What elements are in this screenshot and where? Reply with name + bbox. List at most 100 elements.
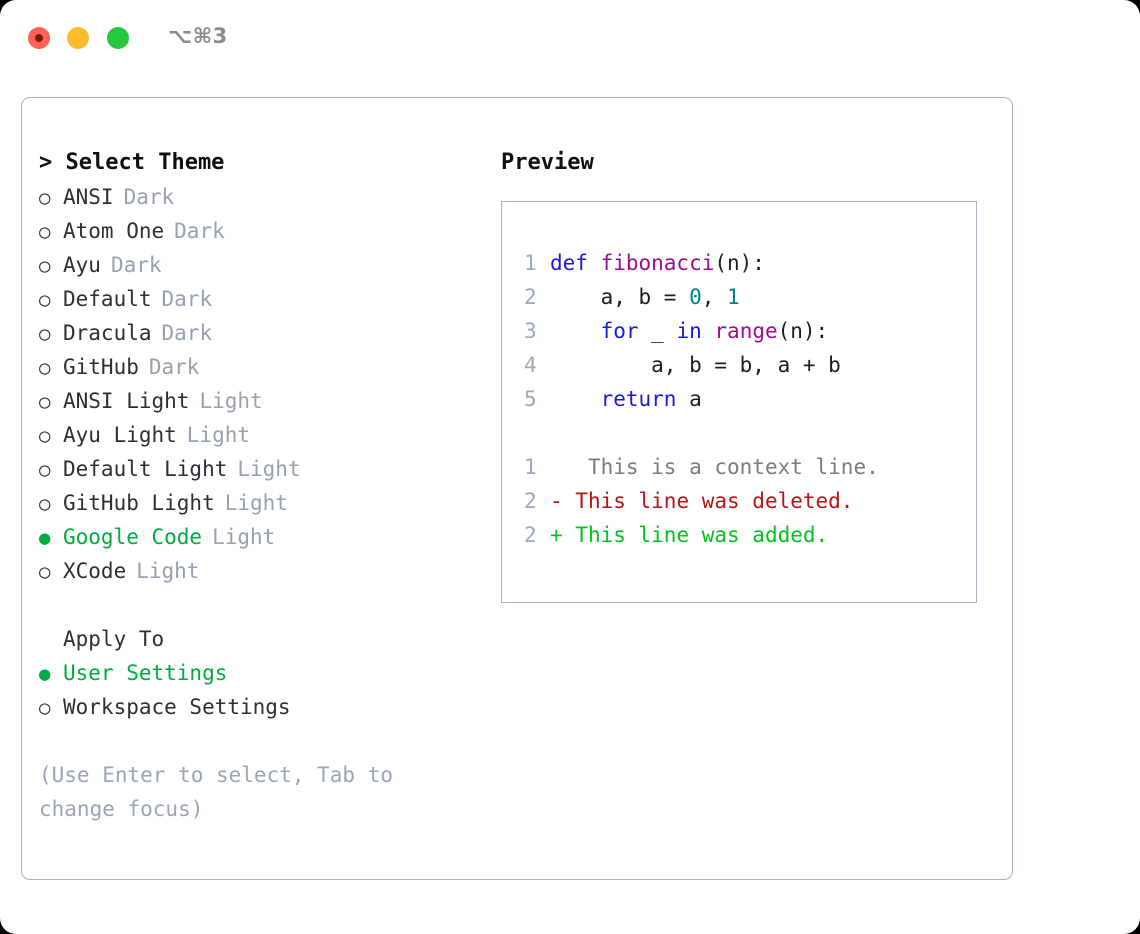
theme-variant-badge: Light xyxy=(237,457,301,481)
theme-option-default-light[interactable]: ○ Default Light Light xyxy=(39,452,489,486)
code-token: (n): xyxy=(714,251,765,275)
theme-option-label: Ayu xyxy=(63,253,101,277)
theme-option-google-code[interactable]: ● Google Code Light xyxy=(39,520,489,554)
apply-to-option-user-settings[interactable]: ● User Settings xyxy=(39,656,489,690)
theme-variant-badge: Dark xyxy=(148,355,200,379)
line-number: 4 xyxy=(524,353,537,377)
title-bar: ⌥⌘3 xyxy=(0,0,1140,78)
spacer xyxy=(39,588,489,622)
code-token xyxy=(702,319,715,343)
spacer xyxy=(524,416,976,450)
radio-unselected-icon: ○ xyxy=(39,357,51,379)
diff-line-text: This is a context line. xyxy=(562,455,879,479)
radio-unselected-icon: ○ xyxy=(39,187,51,209)
code-line: 4 a, b = b, a + b xyxy=(524,348,976,382)
theme-option-label: Default Light xyxy=(63,457,228,481)
radio-unselected-icon: ○ xyxy=(39,697,51,719)
apply-to-option-label: User Settings xyxy=(63,661,228,685)
theme-variant-badge: Dark xyxy=(174,219,225,243)
radio-unselected-icon: ○ xyxy=(39,221,51,243)
select-theme-header: > Select Theme xyxy=(39,150,225,175)
close-window-button[interactable] xyxy=(28,27,50,49)
theme-option-label: ANSI xyxy=(63,185,114,209)
code-token: a, b = b, a + b xyxy=(550,353,841,377)
code-token: a, b = xyxy=(550,285,690,309)
minimize-window-button[interactable] xyxy=(67,27,89,49)
theme-variant-badge: Dark xyxy=(161,287,213,311)
line-number: 5 xyxy=(524,387,537,411)
apply-to-option-label: Workspace Settings xyxy=(63,695,291,719)
diff-marker: + xyxy=(550,523,563,547)
apply-to-option-workspace-settings[interactable]: ○ Workspace Settings xyxy=(39,690,489,724)
theme-option-label: Ayu Light xyxy=(63,423,177,447)
code-token: def xyxy=(550,251,601,275)
radio-unselected-icon: ○ xyxy=(39,425,51,447)
radio-unselected-icon: ○ xyxy=(39,289,51,311)
theme-variant-badge: Dark xyxy=(110,253,162,277)
theme-option-ansi-light[interactable]: ○ ANSI Light Light xyxy=(39,384,489,418)
theme-option-github[interactable]: ○ GitHub Dark xyxy=(39,350,489,384)
diff-marker xyxy=(550,450,563,484)
theme-option-ansi[interactable]: ○ ANSI Dark xyxy=(39,180,489,214)
radio-unselected-icon: ○ xyxy=(39,255,51,277)
radio-unselected-icon: ○ xyxy=(39,323,51,345)
code-token: , xyxy=(701,285,728,309)
diff-marker: - xyxy=(550,489,563,513)
theme-option-label: ANSI Light xyxy=(63,389,190,413)
theme-option-label: Dracula xyxy=(63,321,152,345)
maximize-window-button[interactable] xyxy=(107,27,129,49)
line-number: 2 xyxy=(524,489,537,513)
code-line: 1 def fibonacci(n): xyxy=(524,246,976,280)
theme-option-label: GitHub xyxy=(63,355,139,379)
line-number: 1 xyxy=(524,455,537,479)
code-token: _ xyxy=(638,319,677,343)
theme-variant-badge: Dark xyxy=(123,185,175,209)
code-token: a xyxy=(676,387,702,411)
diff-line-ctx: 1 This is a context line. xyxy=(524,450,976,484)
radio-unselected-icon: ○ xyxy=(39,459,51,481)
theme-variant-badge: Light xyxy=(224,491,288,515)
radio-selected-icon: ● xyxy=(39,527,51,549)
code-line: 2 a, b = 0, 1 xyxy=(524,280,976,314)
diff-line-text: This line was deleted. xyxy=(562,489,854,513)
code-token xyxy=(550,387,601,411)
radio-unselected-icon: ○ xyxy=(39,561,51,583)
radio-selected-icon: ● xyxy=(39,663,51,685)
code-token: 1 xyxy=(727,285,740,309)
theme-variant-badge: Light xyxy=(199,389,263,413)
diff-line-text: This line was added. xyxy=(562,523,829,547)
code-line-content: a, b = b, a + b xyxy=(550,348,841,382)
theme-variant-badge: Light xyxy=(186,423,251,447)
radio-unselected-icon: ○ xyxy=(39,391,51,413)
code-token: in xyxy=(676,319,702,343)
theme-option-label: GitHub Light xyxy=(63,491,215,515)
theme-option-label: Atom One xyxy=(63,219,165,243)
code-line-content: def fibonacci(n): xyxy=(550,246,765,280)
theme-option-ayu[interactable]: ○ Ayu Dark xyxy=(39,248,489,282)
line-number: 1 xyxy=(524,251,537,275)
line-number: 3 xyxy=(524,319,537,343)
diff-line-del: 2- This line was deleted. xyxy=(524,484,976,518)
code-token xyxy=(550,319,601,343)
theme-option-label: Google Code xyxy=(63,525,203,549)
code-line: 5 return a xyxy=(524,382,976,416)
code-line-content: a, b = 0, 1 xyxy=(550,280,740,314)
code-token: (n): xyxy=(777,319,829,343)
theme-variant-badge: Light xyxy=(212,525,276,549)
theme-option-atom-one[interactable]: ○ Atom One Dark xyxy=(39,214,489,248)
theme-option-ayu-light[interactable]: ○ Ayu Light Light xyxy=(39,418,489,452)
preview-header: Preview xyxy=(501,150,594,175)
theme-variant-badge: Light xyxy=(136,559,200,583)
diff-sample: 1 This is a context line.2- This line wa… xyxy=(524,450,976,552)
code-token: fibonacci xyxy=(600,251,715,275)
